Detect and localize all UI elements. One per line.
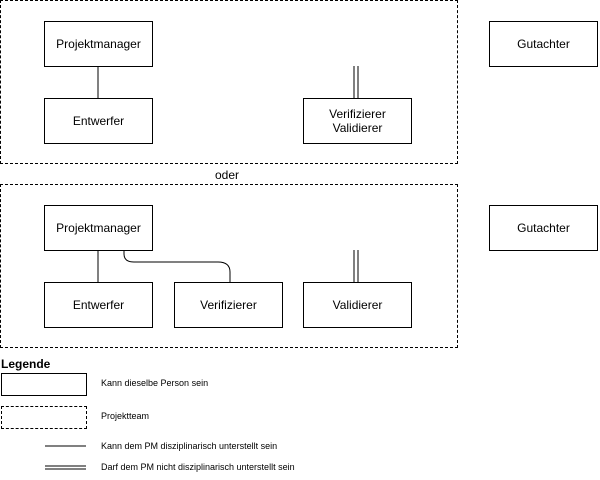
- projektmanager-box-b: Projektmanager: [44, 205, 153, 251]
- legend-dashed-box-sample: [1, 406, 87, 429]
- legend-title: Legende: [1, 357, 51, 371]
- connector-pm-verifizierer-b: [123, 249, 231, 282]
- validierer-box-b: Validierer: [303, 282, 412, 328]
- verifizierer-box-b: Verifizierer: [174, 282, 283, 328]
- separator-oder: oder: [215, 168, 240, 182]
- legend-text-single-line: Kann dem PM disziplinarisch unterstellt …: [101, 441, 278, 451]
- legend-text-double-line: Darf dem PM nicht disziplinarisch unters…: [101, 462, 295, 472]
- projektmanager-box-a: Projektmanager: [44, 21, 153, 67]
- verifizierer-validierer-box-a: Verifizierer Validierer: [303, 98, 412, 144]
- projektteam-a: [0, 0, 458, 164]
- gutachter-box-b: Gutachter: [489, 205, 598, 251]
- gutachter-box-a: Gutachter: [489, 21, 598, 67]
- verifizierer-label-a: Verifizierer: [329, 107, 386, 121]
- legend-text-same-person: Kann dieselbe Person sein: [101, 378, 209, 388]
- entwerfer-box-a: Entwerfer: [44, 98, 153, 144]
- entwerfer-box-b: Entwerfer: [44, 282, 153, 328]
- legend-solid-box-sample: [1, 373, 87, 396]
- projektteam-b: [0, 184, 458, 348]
- validierer-label-a: Validierer: [332, 121, 383, 135]
- legend-text-projektteam: Projektteam: [101, 411, 150, 421]
